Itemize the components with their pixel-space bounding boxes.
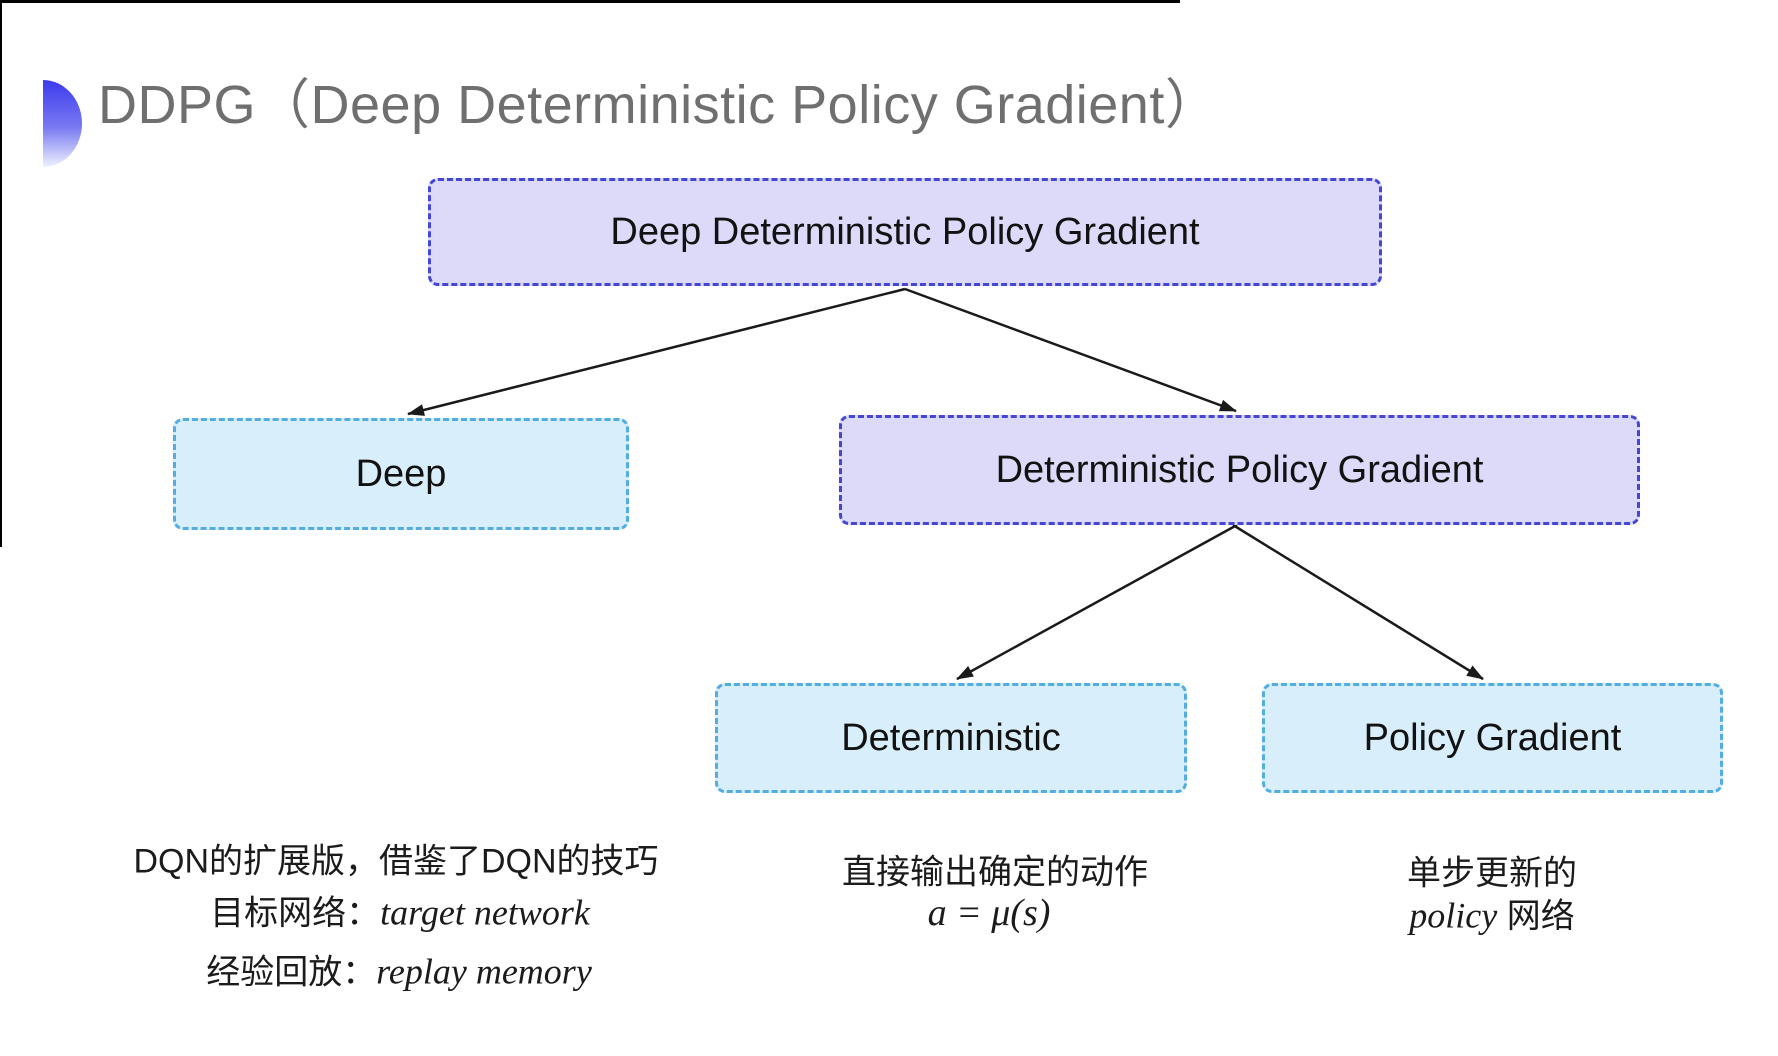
note-replay-memory-zh: 经验回放： <box>206 953 377 992</box>
node-deterministic-label: Deterministic <box>841 716 1061 759</box>
note-deterministic-action: 直接输出确定的动作 <box>842 853 1148 892</box>
node-root: Deep Deterministic Policy Gradient <box>428 178 1382 286</box>
note-policy-network: policy 网络 <box>1409 889 1574 938</box>
arrow-root-to-dpg <box>904 287 1237 413</box>
note-dqn-extension: DQN的扩展版，借鉴了DQN的技巧 <box>133 842 659 881</box>
note-target-network: 目标网络：target network <box>210 886 590 935</box>
node-deep-label: Deep <box>355 452 447 495</box>
node-deterministic-policy-gradient: Deterministic Policy Gradient <box>839 415 1640 525</box>
note-formula: a = μ(s) <box>927 892 1051 934</box>
node-dpg-label: Deterministic Policy Gradient <box>995 448 1484 491</box>
note-target-network-en: target network <box>380 892 590 933</box>
node-deep: Deep <box>173 418 629 530</box>
node-deterministic: Deterministic <box>715 683 1187 793</box>
page-title: DDPG（Deep Deterministic Policy Gradient） <box>98 75 1220 135</box>
note-policy-network-zh: 网络 <box>1497 897 1575 936</box>
note-replay-memory: 经验回放：replay memory <box>206 945 592 994</box>
node-policy-gradient-label: Policy Gradient <box>1363 716 1622 759</box>
note-target-network-zh: 目标网络： <box>210 894 381 933</box>
arrow-dpg-to-deterministic <box>956 523 1238 681</box>
arrow-root-to-deep <box>407 287 906 416</box>
frame-edge-left <box>0 0 2 547</box>
frame-edge-top <box>0 0 1180 3</box>
note-policy-network-en: policy <box>1409 895 1498 936</box>
node-policy-gradient: Policy Gradient <box>1262 683 1723 793</box>
note-replay-memory-en: replay memory <box>376 951 592 992</box>
note-single-step-update: 单步更新的 <box>1407 854 1577 893</box>
arrow-dpg-to-policy-gradient <box>1232 523 1484 681</box>
node-root-label: Deep Deterministic Policy Gradient <box>610 210 1200 253</box>
